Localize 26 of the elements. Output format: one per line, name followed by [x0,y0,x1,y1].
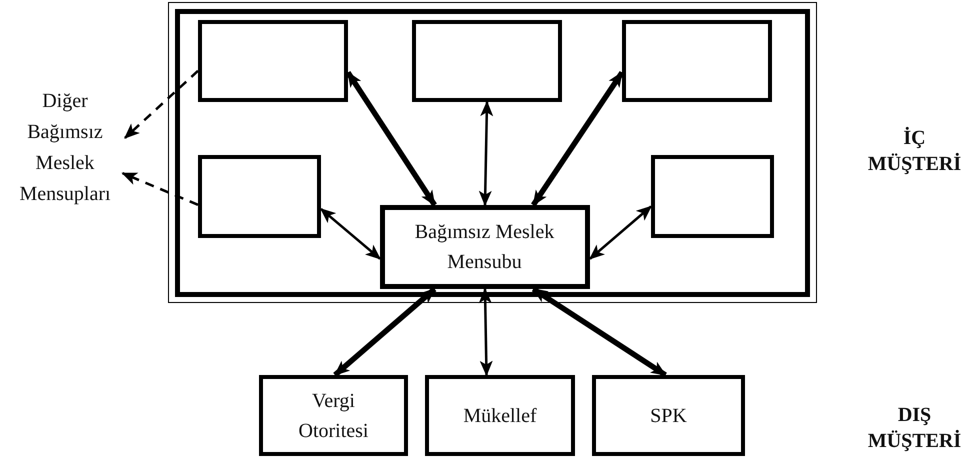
empty-box [198,154,320,238]
arrow [333,286,436,378]
empty-box [198,20,348,102]
node-text: Vergi Otoritesi [298,388,370,444]
process-box [259,375,408,456]
node-text: Diğer Bağımsız Meslek Mensupları [18,89,112,207]
arrow [320,208,381,260]
arrow [124,70,199,139]
group-label: DIŞ MÜŞTERİ [866,403,962,454]
arrow [478,100,494,206]
arrow [532,286,667,378]
empty-box [622,20,772,102]
node-text: SPK [650,404,687,428]
group-label: İÇ MÜŞTERİ [866,126,962,177]
arrow [121,172,198,206]
node-text: Mükellef [463,404,537,428]
node-text: Bağımsız Meslek Mensubu [414,220,556,274]
arrow [346,70,437,206]
container-frame [168,2,817,303]
arrow [589,206,652,260]
empty-box [412,20,562,102]
arrow [478,288,493,376]
empty-box [650,154,774,238]
process-box [380,204,590,288]
process-box [592,375,745,456]
process-box [425,375,575,456]
